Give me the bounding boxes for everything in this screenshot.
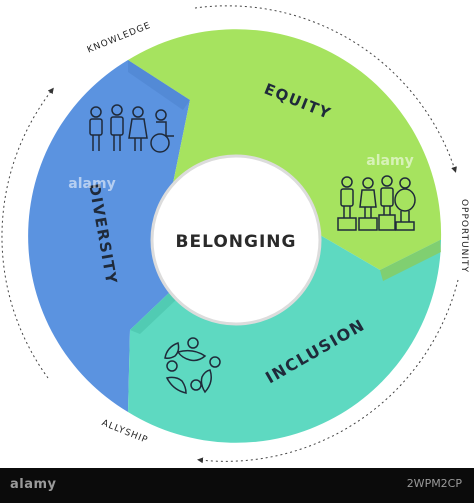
inclusion-shade <box>130 290 178 334</box>
knowledge-label: KNOWLEDGE <box>86 21 153 56</box>
diverse-people-group-icon <box>89 104 174 153</box>
equity-segment[interactable] <box>128 29 442 271</box>
diversity-segment[interactable] <box>28 60 191 412</box>
watermark-logo: alamy <box>366 153 413 169</box>
knowledge-arrow <box>194 5 457 173</box>
footer-image-id: 2WPM2CP <box>406 477 462 490</box>
watermark-stock: alamy <box>68 176 115 192</box>
belonging-label: BELONGING <box>176 232 297 252</box>
footer-bar: alamy 2WPM2CP <box>0 468 474 503</box>
allyship-arrow <box>1 87 54 379</box>
center-circle <box>150 154 322 326</box>
allyship-label: ALLYSHIP <box>100 418 149 446</box>
opportunity-arrow <box>197 279 459 464</box>
footer-brand: alamy <box>10 477 57 492</box>
opportunity-label: OPPORTUNITY <box>459 199 469 273</box>
diversity-shade <box>128 60 190 110</box>
equity-people-on-blocks-icon <box>337 175 416 231</box>
equity-shade <box>380 240 441 281</box>
inclusion-people-circle-icon <box>164 337 221 394</box>
